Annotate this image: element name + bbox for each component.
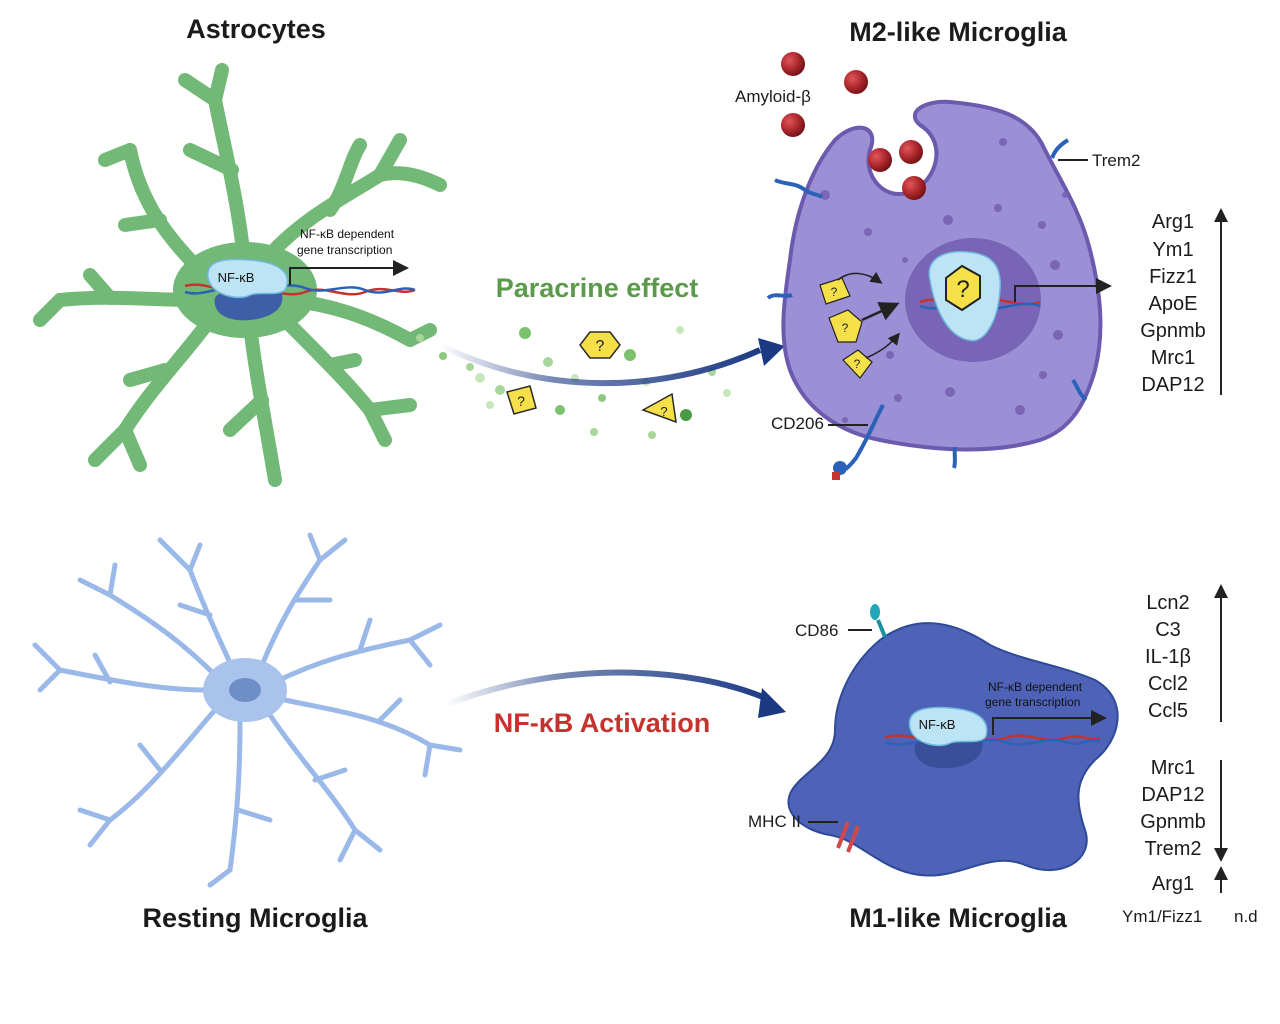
m1-transcription-line2: gene transcription [985, 695, 1080, 709]
activation-arrow-head [758, 688, 786, 718]
astrocyte-transcription-line1: NF-κB dependent [300, 227, 395, 241]
trem2-label: Trem2 [1092, 151, 1141, 170]
m1-downregulated-genes: Mrc1 DAP12 Gpnmb Trem2 [1140, 757, 1206, 860]
astrocyte-nfkb-label: NF-κB [218, 270, 255, 285]
astrocyte-transcription-line2: gene transcription [297, 243, 392, 257]
paracrine-effect-label: Paracrine effect [496, 273, 699, 303]
resting-microglia-nucleus [229, 678, 261, 702]
svg-text:?: ? [854, 357, 861, 371]
m1-transcription-line1: NF-κB dependent [988, 680, 1083, 694]
svg-text:?: ? [660, 404, 667, 419]
paracrine-arrow-head [758, 338, 785, 366]
m2-gene: Ym1 [1152, 239, 1193, 261]
svg-text:?: ? [842, 321, 849, 335]
mystery-factor-diamond: ? [506, 385, 537, 415]
m2-microglia-cell: ? ? ? ? [766, 99, 1112, 480]
m1-up-gene: C3 [1155, 619, 1181, 641]
m2-gene: Gpnmb [1140, 320, 1206, 342]
mhc2-label: MHC II [748, 812, 801, 831]
m1-down-gene: Trem2 [1144, 838, 1201, 860]
m1-down-gene: Gpnmb [1140, 811, 1206, 833]
activation-arrow [443, 669, 772, 708]
title-m2-microglia: M2-like Microglia [849, 17, 1068, 47]
m1-microglia-cell: NF-κB NF-κB dependent gene transcription [787, 604, 1119, 877]
cd86-label: CD86 [795, 621, 838, 640]
svg-text:?: ? [517, 393, 525, 409]
m1-up-gene: Lcn2 [1146, 592, 1189, 614]
m1-down-gene: DAP12 [1141, 784, 1204, 806]
title-resting-microglia: Resting Microglia [142, 903, 368, 933]
m1-up-gene: IL-1β [1145, 646, 1191, 668]
m2-gene: Mrc1 [1151, 347, 1195, 369]
m1-arg1-gene: Arg1 [1152, 873, 1194, 895]
svg-text:?: ? [831, 285, 838, 299]
m2-gene: DAP12 [1141, 374, 1204, 396]
title-m1-microglia: M1-like Microglia [849, 903, 1068, 933]
m2-gene: Fizz1 [1149, 266, 1197, 288]
amyloid-beta-label: Amyloid-β [735, 87, 811, 106]
m1-upregulated-genes: Lcn2 C3 IL-1β Ccl2 Ccl5 [1145, 592, 1191, 722]
paracrine-arrow [438, 342, 762, 387]
astrocyte-cell: NF-κB NF-κB dependent gene transcription [33, 63, 447, 487]
m1-down-gene: Mrc1 [1151, 757, 1195, 779]
resting-microglia-cell [32, 532, 463, 888]
m1-nfkb-label: NF-κB [919, 717, 956, 732]
m1-up-gene: Ccl2 [1148, 673, 1188, 695]
cd206-label: CD206 [771, 414, 824, 433]
mystery-factor-triangle: ? [641, 392, 677, 424]
m2-unknown-factor: ? [956, 276, 969, 303]
nfkb-activation-label: NF-κB Activation [494, 708, 711, 738]
mystery-factor-hexagon: ? [579, 331, 621, 359]
m1-nd-label: n.d [1234, 907, 1258, 926]
m1-nd-genes: Ym1/Fizz1 [1122, 907, 1202, 926]
m2-upregulated-genes: Arg1 Ym1 Fizz1 ApoE Gpnmb Mrc1 DAP12 [1140, 211, 1206, 396]
m2-gene: Arg1 [1152, 211, 1194, 233]
svg-text:?: ? [596, 338, 605, 355]
m1-up-gene: Ccl5 [1148, 700, 1188, 722]
amyloid-beta-particles [781, 52, 926, 200]
m2-gene: ApoE [1149, 293, 1198, 315]
title-astrocytes: Astrocytes [186, 14, 326, 44]
